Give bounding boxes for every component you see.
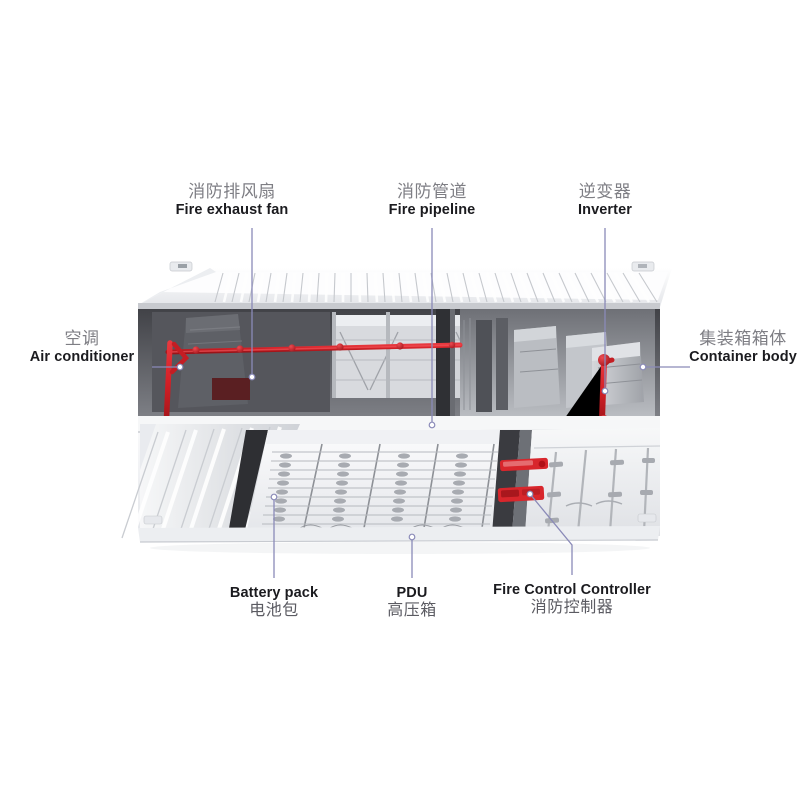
- callout-label-en-battery-pack: Battery pack: [229, 585, 319, 601]
- callout-label-en-air-conditioner: Air conditioner: [29, 349, 135, 366]
- callout-label-cn-inverter: 逆变器: [578, 182, 632, 201]
- callout-label-cn-container-body: 集装箱箱体: [699, 329, 787, 348]
- leader-endpoint-air-conditioner: [176, 363, 184, 371]
- leader-endpoint-fire-control-controller: [526, 490, 534, 498]
- container-base: [138, 513, 660, 554]
- leader-lines: [152, 228, 690, 578]
- leader-endpoint-inverter: [601, 387, 609, 395]
- callout-label-en-fire-control-controller: Fire Control Controller: [493, 582, 651, 598]
- battery-rack-array: [246, 430, 532, 534]
- leader-line-fire-control-controller: [529, 493, 573, 575]
- callout-label-cn-fire-control-controller: 消防控制器: [530, 599, 614, 617]
- callout-label-en-fire-exhaust-fan: Fire exhaust fan: [175, 202, 289, 219]
- callout-label-cn-pdu: 高压箱: [387, 602, 437, 620]
- leader-endpoint-fire-pipeline: [428, 421, 436, 429]
- callout-label-en-inverter: Inverter: [578, 202, 632, 219]
- container-roof: [138, 261, 672, 307]
- inverter-cabinets: [463, 318, 644, 412]
- callout-label-cn-air-conditioner: 空调: [64, 329, 100, 348]
- leader-endpoint-pdu: [408, 533, 416, 541]
- callout-label-cn-battery-pack: 电池包: [249, 602, 299, 620]
- callout-label-cn-fire-pipeline: 消防管道: [397, 182, 467, 201]
- callout-label-en-fire-pipeline: Fire pipeline: [388, 202, 476, 219]
- leader-endpoints: [176, 363, 647, 541]
- callout-label-en-pdu: PDU: [396, 585, 428, 601]
- leader-endpoint-fire-exhaust-fan: [248, 373, 256, 381]
- callout-label-en-container-body: Container body: [689, 349, 797, 366]
- upper-interior-bay: [138, 303, 660, 419]
- callout-label-cn-fire-exhaust-fan: 消防排风扇: [188, 182, 276, 201]
- leader-endpoint-battery-pack: [270, 493, 278, 501]
- air-conditioner-unit: [178, 314, 250, 408]
- leader-endpoint-container-body: [639, 363, 647, 371]
